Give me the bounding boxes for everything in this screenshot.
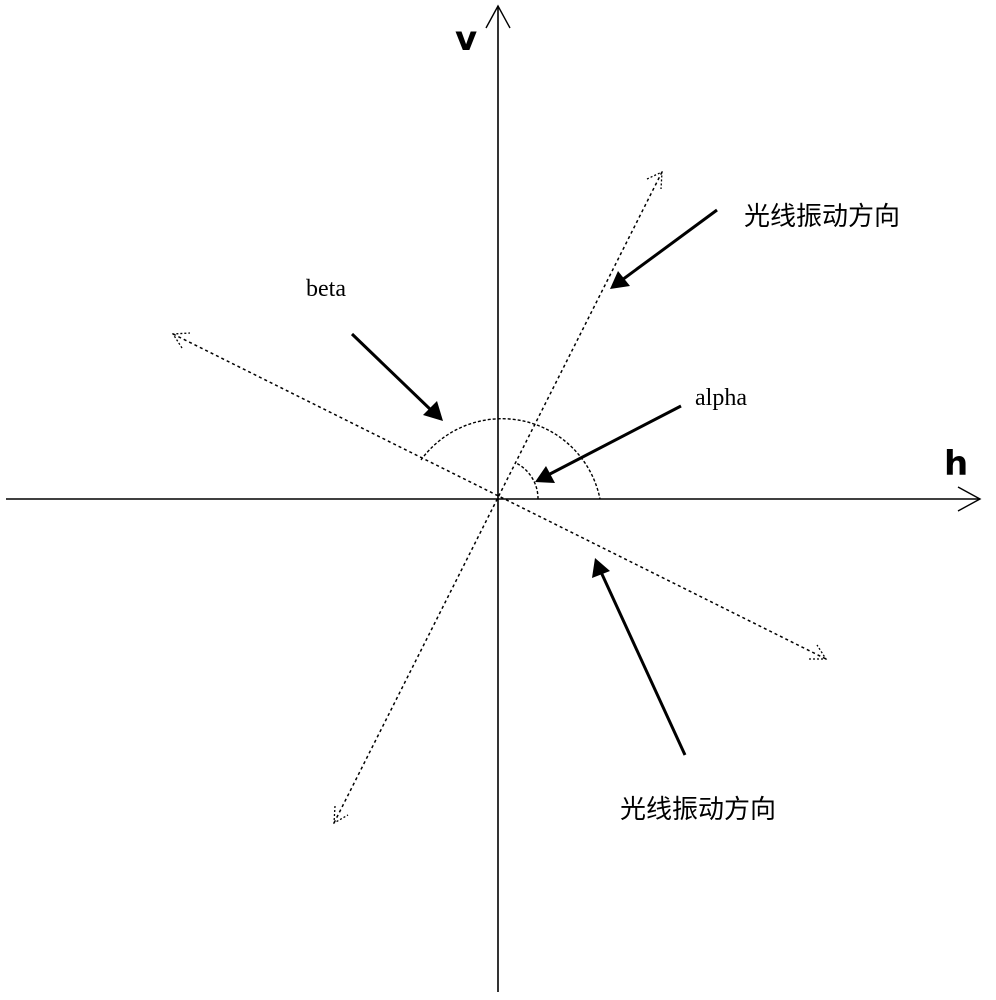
vertical-axis-label: v (455, 19, 477, 59)
alpha-label: alpha (695, 385, 747, 411)
lower-vibration-direction-label: 光线振动方向 (620, 795, 776, 825)
alpha-angle-arc (515, 462, 539, 500)
vibration-direction-line-shallow (172, 333, 827, 660)
alpha-leader-arrowhead (535, 466, 555, 483)
horizontal-axis-arrowhead (957, 486, 982, 512)
beta-label: beta (306, 276, 346, 302)
vibration-direction-arrowhead-top (646, 170, 663, 190)
upper-direction-leader-line (621, 208, 718, 282)
upper-vibration-direction-label: 光线振动方向 (744, 202, 900, 232)
lower-direction-leader-line (599, 571, 687, 756)
vertical-axis-arrowhead (485, 4, 511, 29)
vibration-direction-arrowhead-upper-left (171, 332, 191, 349)
vibration-direction-arrowhead-lower-right (809, 644, 828, 660)
lower-direction-leader-arrowhead (592, 558, 610, 578)
horizontal-axis-label: h (944, 444, 968, 484)
beta-leader-arrowhead (423, 401, 443, 421)
vibration-direction-line-steep (333, 171, 663, 824)
alpha-leader-line (547, 404, 682, 477)
beta-angle-arc (420, 418, 601, 500)
vibration-direction-arrowhead-bottom (333, 805, 349, 825)
beta-leader-line (350, 332, 434, 413)
upper-direction-leader-arrowhead (610, 271, 630, 289)
